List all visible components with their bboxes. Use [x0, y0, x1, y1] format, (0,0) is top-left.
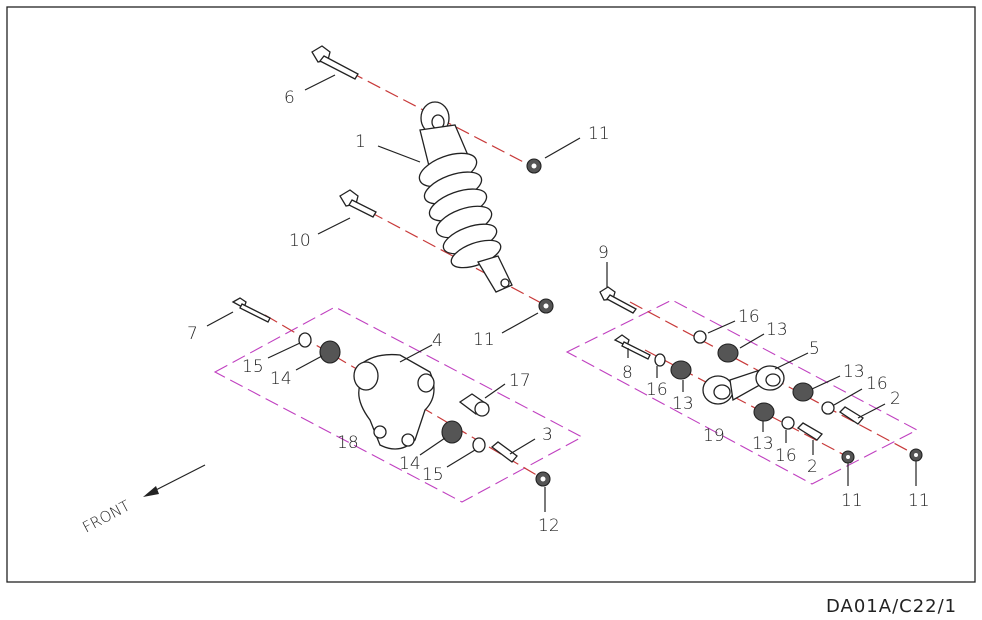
link-arm[interactable]: [702, 365, 785, 405]
front-arrow-icon: [149, 464, 206, 494]
axis-lower-mount: [369, 211, 546, 306]
nut-11-link-upper[interactable]: [909, 448, 923, 462]
callout-14: 14: [399, 454, 421, 474]
bearing-13-c[interactable]: [792, 382, 814, 402]
bearing-14-lower[interactable]: [441, 420, 463, 444]
callout-5: 5: [809, 339, 820, 359]
callout-2: 2: [890, 389, 901, 409]
callout-11: 11: [588, 124, 610, 144]
callout-2: 2: [807, 457, 818, 477]
callout-13: 13: [672, 394, 694, 414]
callout-10: 10: [289, 231, 311, 251]
callout-13: 13: [843, 362, 865, 382]
callout-16: 16: [775, 446, 797, 466]
leader-lines: [206, 74, 917, 512]
callout-17: 17: [509, 371, 531, 391]
diagram-frame: [6, 6, 976, 583]
bearing-13-b[interactable]: [670, 360, 692, 380]
front-arrowhead-icon: [143, 486, 159, 497]
front-label: FRONT: [79, 497, 133, 537]
front-indicator: FRONT: [79, 464, 206, 537]
bearing-13-d[interactable]: [753, 402, 775, 422]
shock-absorber[interactable]: [415, 101, 513, 293]
callout-3: 3: [542, 425, 553, 445]
callout-16: 16: [646, 380, 668, 400]
bearing-13-a[interactable]: [717, 343, 739, 363]
callout-11: 11: [473, 330, 495, 350]
washer-15-lower[interactable]: [472, 437, 486, 453]
callout-11: 11: [908, 491, 930, 511]
callout-19: 19: [703, 426, 725, 446]
callout-16: 16: [866, 374, 888, 394]
washer-15-upper[interactable]: [298, 332, 312, 348]
callout-8: 8: [622, 363, 633, 383]
bolt-9[interactable]: [599, 286, 637, 314]
rocker-arm[interactable]: [353, 353, 435, 450]
bolt-8[interactable]: [613, 334, 651, 360]
washer-16-d[interactable]: [781, 416, 795, 430]
callout-1: 1: [355, 132, 366, 152]
callout-11: 11: [841, 491, 863, 511]
washer-16-a[interactable]: [693, 330, 707, 344]
washer-16-b[interactable]: [654, 353, 666, 367]
group-outline-18: [213, 306, 584, 503]
callout-13: 13: [752, 434, 774, 454]
callout-7: 7: [187, 324, 198, 344]
callout-15: 15: [242, 357, 264, 377]
group-outline-19: [565, 299, 919, 485]
washer-16-c[interactable]: [821, 401, 835, 415]
callout-13: 13: [766, 320, 788, 340]
callout-6: 6: [284, 88, 295, 108]
bolt-7[interactable]: [231, 297, 271, 323]
collar-17[interactable]: [458, 393, 490, 417]
spacer-2-a[interactable]: [838, 406, 864, 425]
drawing-code: DA01A/C22/1: [826, 596, 958, 617]
spacer-2-b[interactable]: [796, 422, 823, 441]
bolt-10[interactable]: [339, 189, 377, 218]
callout-14: 14: [270, 369, 292, 389]
callout-15: 15: [422, 465, 444, 485]
callout-18: 18: [337, 433, 359, 453]
nut-11-link-lower[interactable]: [841, 450, 855, 464]
bolt-6[interactable]: [311, 45, 359, 80]
callout-12: 12: [538, 516, 560, 536]
spacer-3[interactable]: [490, 441, 518, 463]
callout-16: 16: [738, 307, 760, 327]
callout-4: 4: [432, 331, 443, 351]
bearing-14-upper[interactable]: [319, 340, 341, 364]
callout-9: 9: [598, 243, 609, 263]
nut-11-upper[interactable]: [526, 158, 542, 174]
nut-12[interactable]: [535, 471, 551, 487]
nut-11-lower[interactable]: [538, 298, 554, 314]
